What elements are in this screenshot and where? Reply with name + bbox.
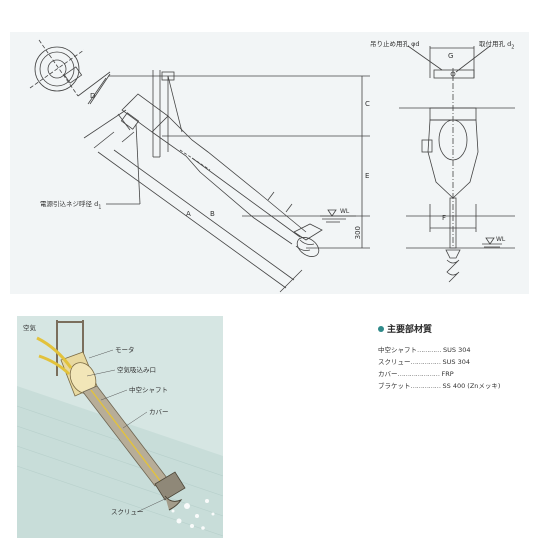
dim-label-C: C [365, 100, 370, 108]
dim-label-300: 300 [354, 226, 362, 240]
dim-label-D: D [90, 92, 96, 100]
water-level-left: WL [340, 208, 350, 215]
dim-label-F: F [442, 214, 447, 222]
label-cover: カバー [149, 408, 169, 416]
technical-drawing: D C E A B 300 G F WL WL 電源引込ネジ呼径 d1 吊り止め… [10, 32, 529, 294]
cable-thread-label: 電源引込ネジ呼径 d1 [40, 200, 102, 211]
illustration-graphic [17, 316, 223, 538]
dim-label-E: E [365, 172, 370, 180]
hanging-hole-label: 吊り止め用孔 φd [370, 40, 420, 48]
materials-row: 中空シャフト ………… SUS 304 [378, 346, 471, 354]
materials-row: スクリュー …………… SUS 304 [378, 358, 470, 366]
materials-list: 主要部材質 中空シャフト ………… SUS 304 スクリュー …………… SU… [378, 322, 528, 394]
aerator-illustration: 空気 モータ 空気吸込み口 中空シャフト カバー スクリュー [17, 316, 223, 538]
label-air: 空気 [23, 324, 36, 332]
mount-hole-label: 取付用孔 d2 [479, 40, 515, 51]
materials-row: ブラケット …………… SS 400 (Znメッキ) [378, 382, 501, 390]
drawing-lines [29, 39, 515, 293]
label-hollow-shaft: 中空シャフト [129, 386, 168, 394]
materials-heading: 主要部材質 [378, 322, 528, 335]
materials-row: カバー ………………… FRP [378, 370, 454, 378]
label-motor: モータ [115, 346, 135, 354]
label-air-inlet: 空気吸込み口 [117, 366, 156, 374]
cross-section-circle [34, 46, 80, 92]
dim-label-A: A [186, 210, 191, 218]
label-screw: スクリュー [111, 508, 144, 516]
dim-label-B: B [210, 210, 215, 218]
water-level-right: WL [496, 236, 506, 243]
bullet-icon [378, 325, 384, 332]
dim-label-G: G [448, 52, 454, 60]
